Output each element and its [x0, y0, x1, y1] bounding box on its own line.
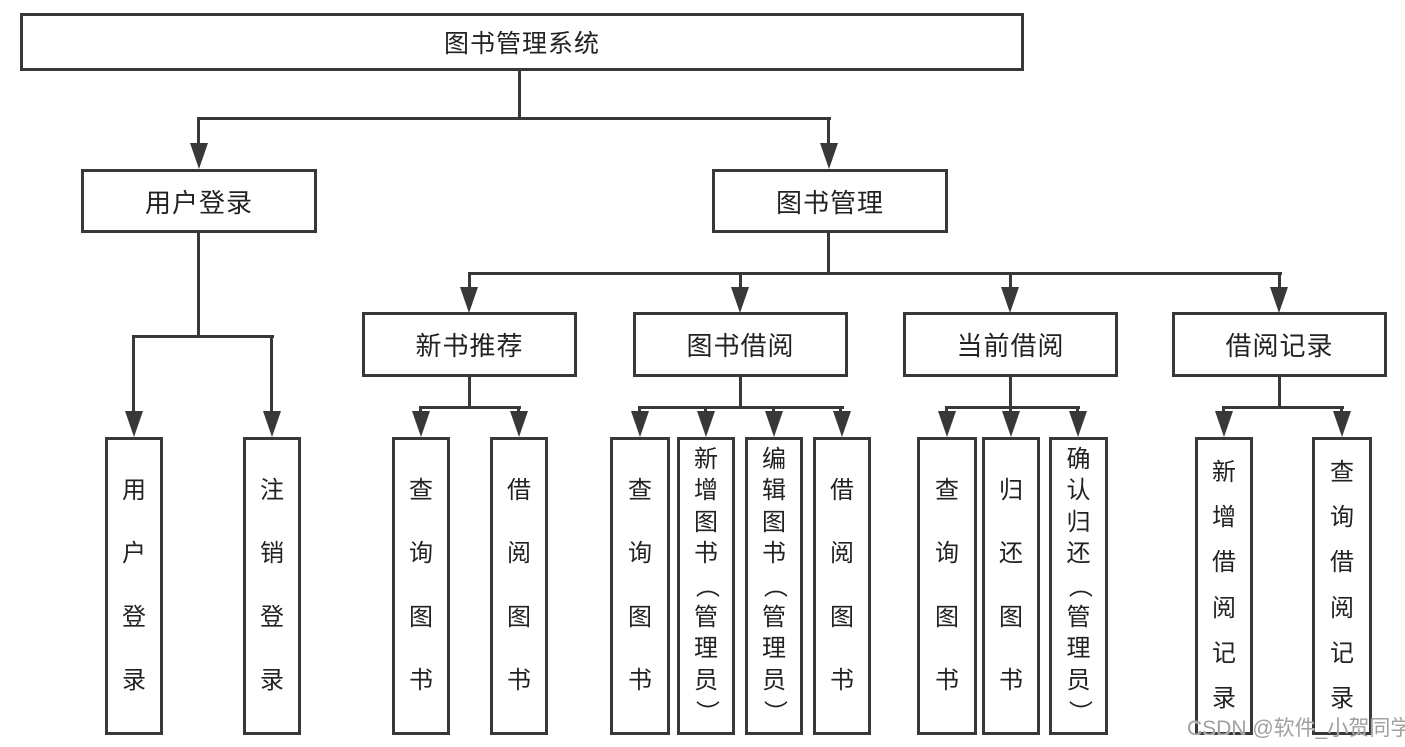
- node-confirm-return-admin: 确认归还（管理员）: [1049, 437, 1108, 735]
- arrow-down-icon: [460, 287, 478, 313]
- arrow-down-icon: [1270, 287, 1288, 313]
- arrow-down-icon: [1333, 411, 1351, 437]
- connector-borrow-stub-4: [839, 406, 842, 415]
- connector-borrow-stem: [739, 376, 742, 409]
- arrow-down-icon: [125, 411, 143, 437]
- node-user-login-leaf-label: 用户登录: [122, 477, 146, 694]
- node-query-borrow-record-label: 查询借阅记录: [1330, 459, 1354, 712]
- connector-records-bar: [1222, 406, 1344, 409]
- node-book-borrowing-label: 图书借阅: [686, 331, 795, 361]
- node-query-books-current: 查询图书: [917, 437, 977, 735]
- node-borrow-books-recommend-label: 借阅图书: [507, 477, 531, 694]
- node-logout: 注销登录: [243, 437, 301, 735]
- csdn-watermark: CSDN @软件_小贺同学: [1187, 717, 1405, 740]
- node-query-books-current-label: 查询图书: [935, 477, 959, 694]
- node-query-books-recommend-label: 查询图书: [409, 477, 433, 694]
- node-borrowing-records: 借阅记录: [1172, 312, 1387, 377]
- connector-login-stem: [197, 233, 200, 338]
- node-user-login-leaf: 用户登录: [105, 437, 163, 735]
- arrow-down-icon: [263, 411, 281, 437]
- node-current-borrowing: 当前借阅: [903, 312, 1118, 377]
- connector-borrow-stub-1: [638, 406, 641, 415]
- connector-recommend-stem: [468, 376, 471, 409]
- connector-mgmt-stem: [827, 233, 830, 275]
- arrow-down-icon: [1001, 287, 1019, 313]
- arrow-down-icon: [938, 411, 956, 437]
- connector-login-stub-2: [270, 335, 273, 415]
- connector-borrow-stub-3: [772, 406, 775, 415]
- connector-records-stub-1: [1222, 406, 1225, 415]
- node-query-books-borrow-label: 查询图书: [628, 477, 652, 694]
- node-return-books-label: 归还图书: [999, 477, 1023, 694]
- arrow-down-icon: [820, 143, 838, 169]
- node-borrowing-records-label: 借阅记录: [1225, 331, 1334, 361]
- connector-mgmt-stub-3: [1009, 272, 1012, 291]
- connector-login-bar: [132, 335, 274, 338]
- node-book-management: 图书管理: [712, 169, 948, 233]
- connector-mgmt-stub-2: [739, 272, 742, 291]
- node-confirm-return-admin-label: 确认归还（管理员）: [1065, 445, 1093, 725]
- arrow-down-icon: [697, 411, 715, 437]
- arrow-down-icon: [1002, 411, 1020, 437]
- node-book-management-label: 图书管理: [775, 187, 884, 218]
- arrow-down-icon: [833, 411, 851, 437]
- connector-recommend-stub-2: [517, 406, 520, 415]
- node-add-borrow-record: 新增借阅记录: [1195, 437, 1253, 735]
- connector-records-stub-2: [1340, 406, 1343, 415]
- connector-records-stem: [1278, 376, 1281, 409]
- connector-mgmt-stub-4: [1278, 272, 1281, 291]
- node-logout-label: 注销登录: [260, 477, 284, 694]
- node-borrow-books: 借阅图书: [813, 437, 871, 735]
- node-return-books: 归还图书: [982, 437, 1040, 735]
- connector-current-stub-2: [1009, 406, 1012, 415]
- node-edit-books-admin-label: 编辑图书（管理员）: [761, 445, 788, 725]
- connector-root-stub-left: [197, 117, 200, 146]
- connector-borrow-bar: [638, 406, 844, 409]
- node-query-borrow-record: 查询借阅记录: [1312, 437, 1372, 735]
- connector-root-stub-right: [827, 117, 830, 146]
- arrow-down-icon: [765, 411, 783, 437]
- node-add-books-admin-label: 新增图书（管理员）: [693, 445, 720, 725]
- connector-current-stub-3: [1076, 406, 1079, 415]
- arrow-down-icon: [510, 411, 528, 437]
- node-edit-books-admin: 编辑图书（管理员）: [745, 437, 803, 735]
- arrow-down-icon: [190, 143, 208, 169]
- arrow-down-icon: [1069, 411, 1087, 437]
- node-user-login: 用户登录: [81, 169, 317, 233]
- connector-mgmt-bar: [468, 272, 1282, 275]
- node-library-system-label: 图书管理系统: [443, 30, 600, 58]
- node-book-borrowing: 图书借阅: [633, 312, 848, 377]
- arrow-down-icon: [631, 411, 649, 437]
- node-query-books-recommend: 查询图书: [392, 437, 450, 735]
- node-add-books-admin: 新增图书（管理员）: [677, 437, 735, 735]
- node-new-book-recommend-label: 新书推荐: [415, 331, 524, 361]
- node-borrow-books-label: 借阅图书: [830, 477, 854, 694]
- connector-current-stub-1: [945, 406, 948, 415]
- connector-login-stub-1: [132, 335, 135, 415]
- connector-current-bar: [945, 406, 1080, 409]
- node-user-login-label: 用户登录: [144, 187, 253, 218]
- node-borrow-books-recommend: 借阅图书: [490, 437, 548, 735]
- connector-root-bar: [197, 117, 831, 120]
- connector-borrow-stub-2: [704, 406, 707, 415]
- node-new-book-recommend: 新书推荐: [362, 312, 577, 377]
- connector-mgmt-stub-1: [468, 272, 471, 291]
- node-library-system: 图书管理系统: [20, 13, 1024, 71]
- arrow-down-icon: [412, 411, 430, 437]
- arrow-down-icon: [1215, 411, 1233, 437]
- connector-current-stem: [1009, 376, 1012, 409]
- connector-recommend-stub-1: [419, 406, 422, 415]
- node-current-borrowing-label: 当前借阅: [956, 331, 1065, 361]
- connector-root-stem: [518, 70, 521, 120]
- connector-recommend-bar: [419, 406, 521, 409]
- arrow-down-icon: [731, 287, 749, 313]
- node-query-books-borrow: 查询图书: [610, 437, 670, 735]
- node-add-borrow-record-label: 新增借阅记录: [1212, 459, 1236, 712]
